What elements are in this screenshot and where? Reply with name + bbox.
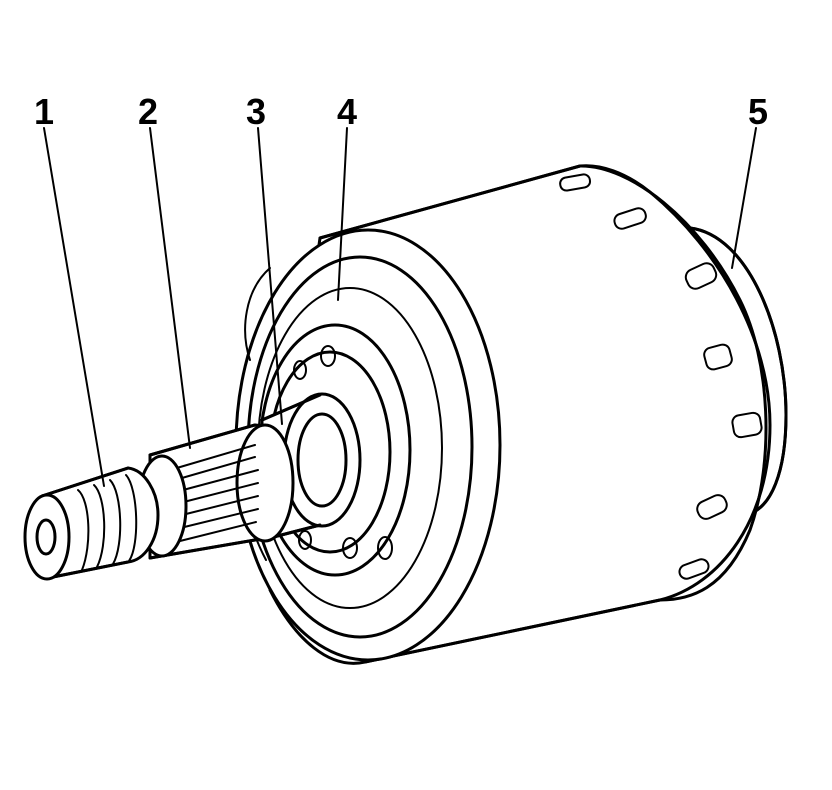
callout-1: 1 [34, 91, 54, 132]
callout-2: 2 [138, 91, 158, 132]
callout-4: 4 [337, 91, 357, 132]
callout-5: 5 [748, 91, 768, 132]
drum-slots [559, 173, 763, 580]
threaded-shaft-end [23, 466, 160, 581]
leader-lines [43, 127, 757, 487]
splined-shaft [136, 423, 295, 560]
callout-labels: 1 2 3 4 5 [34, 91, 768, 132]
callout-3: 3 [246, 91, 266, 132]
